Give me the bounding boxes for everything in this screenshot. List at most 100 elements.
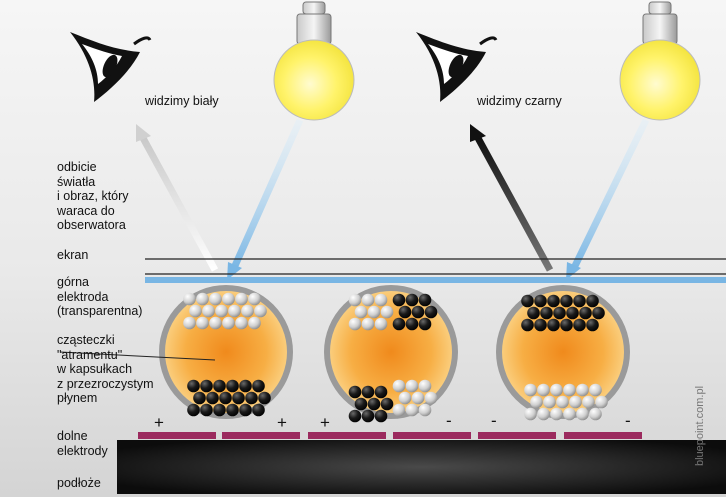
- white-particle: [569, 395, 582, 409]
- black-particle: [534, 294, 547, 308]
- ink-particles: [183, 292, 608, 423]
- white-particle: [354, 305, 368, 319]
- label-substrate: podłoże: [57, 476, 101, 490]
- white-particle: [235, 316, 248, 330]
- white-particle: [202, 304, 215, 318]
- white-particle: [189, 304, 202, 318]
- black-particle: [252, 379, 265, 393]
- white-particle: [550, 407, 563, 421]
- black-particle: [586, 318, 599, 332]
- black-particle: [411, 305, 425, 319]
- reflected-white-ray: [136, 124, 219, 272]
- black-particle: [245, 391, 258, 405]
- white-particle: [530, 395, 543, 409]
- white-particle: [228, 304, 241, 318]
- white-particle: [254, 304, 267, 318]
- white-particle: [563, 407, 576, 421]
- black-particle: [521, 318, 534, 332]
- black-particle: [553, 306, 566, 320]
- particles-pointer-line: [59, 351, 216, 361]
- white-particle: [424, 391, 438, 405]
- white-particle: [556, 395, 569, 409]
- charge-sign: -: [625, 411, 631, 430]
- top-electrode: [145, 277, 726, 283]
- white-particle: [209, 316, 222, 330]
- white-particle: [215, 304, 228, 318]
- charge-sign: +: [320, 413, 330, 432]
- black-particle: [213, 379, 226, 393]
- label-particles: cząsteczki "atramentu" w kapsułkach z pr…: [57, 333, 154, 405]
- white-particle: [380, 305, 394, 319]
- white-particle: [398, 391, 412, 405]
- white-particle: [361, 317, 375, 331]
- black-particle: [398, 305, 412, 319]
- black-particle: [418, 293, 432, 307]
- black-particle: [213, 403, 226, 417]
- black-particle: [573, 294, 586, 308]
- white-particle: [222, 292, 235, 306]
- black-particle: [418, 317, 432, 331]
- black-particle: [374, 385, 388, 399]
- white-particle: [418, 403, 432, 417]
- white-particle: [524, 383, 537, 397]
- white-particle: [411, 391, 425, 405]
- black-particle: [392, 293, 406, 307]
- label-see-white: widzimy biały: [145, 94, 219, 108]
- black-particle: [361, 385, 375, 399]
- light-bulb-icon: [273, 1, 355, 121]
- white-particle: [537, 383, 550, 397]
- black-particle: [560, 294, 573, 308]
- white-particle: [348, 293, 362, 307]
- incoming-light-ray: [566, 118, 650, 280]
- black-particle: [239, 403, 252, 417]
- white-particle: [550, 383, 563, 397]
- credit-watermark: bluepoint.com.pl: [693, 385, 706, 467]
- black-particle: [200, 403, 213, 417]
- white-particle: [537, 407, 550, 421]
- black-particle: [392, 317, 406, 331]
- label-screen: ekran: [57, 248, 89, 262]
- white-particle: [235, 292, 248, 306]
- black-particle: [521, 294, 534, 308]
- white-particle: [589, 383, 602, 397]
- white-particle: [241, 304, 254, 318]
- black-particle: [547, 294, 560, 308]
- black-particle: [405, 293, 419, 307]
- incoming-light-ray: [227, 118, 304, 280]
- white-particle: [196, 292, 209, 306]
- black-particle: [354, 397, 368, 411]
- black-particle: [187, 403, 200, 417]
- black-particle: [534, 318, 547, 332]
- white-particle: [576, 383, 589, 397]
- black-particle: [348, 385, 362, 399]
- black-particle: [592, 306, 605, 320]
- white-particle: [543, 395, 556, 409]
- black-particle: [239, 379, 252, 393]
- white-particle: [392, 403, 406, 417]
- white-particle: [222, 316, 235, 330]
- substrate: [117, 440, 726, 494]
- white-particle: [209, 292, 222, 306]
- black-particle: [424, 305, 438, 319]
- black-particle: [374, 409, 388, 423]
- white-particle: [595, 395, 608, 409]
- white-particle: [248, 292, 261, 306]
- reflected-black-ray: [470, 124, 554, 272]
- black-particle: [226, 403, 239, 417]
- capsule: [324, 285, 458, 419]
- white-particle: [183, 292, 196, 306]
- white-particle: [405, 379, 419, 393]
- label-bottom-electrodes: dolne elektrody: [57, 429, 108, 458]
- white-particle: [563, 383, 576, 397]
- white-particle: [374, 317, 388, 331]
- black-particle: [252, 403, 265, 417]
- white-particle: [589, 407, 602, 421]
- black-particle: [219, 391, 232, 405]
- white-particle: [248, 316, 261, 330]
- black-particle: [348, 409, 362, 423]
- charge-sign: +: [154, 413, 164, 432]
- black-particle: [573, 318, 586, 332]
- white-particle: [576, 407, 589, 421]
- white-particle: [418, 379, 432, 393]
- white-particle: [392, 379, 406, 393]
